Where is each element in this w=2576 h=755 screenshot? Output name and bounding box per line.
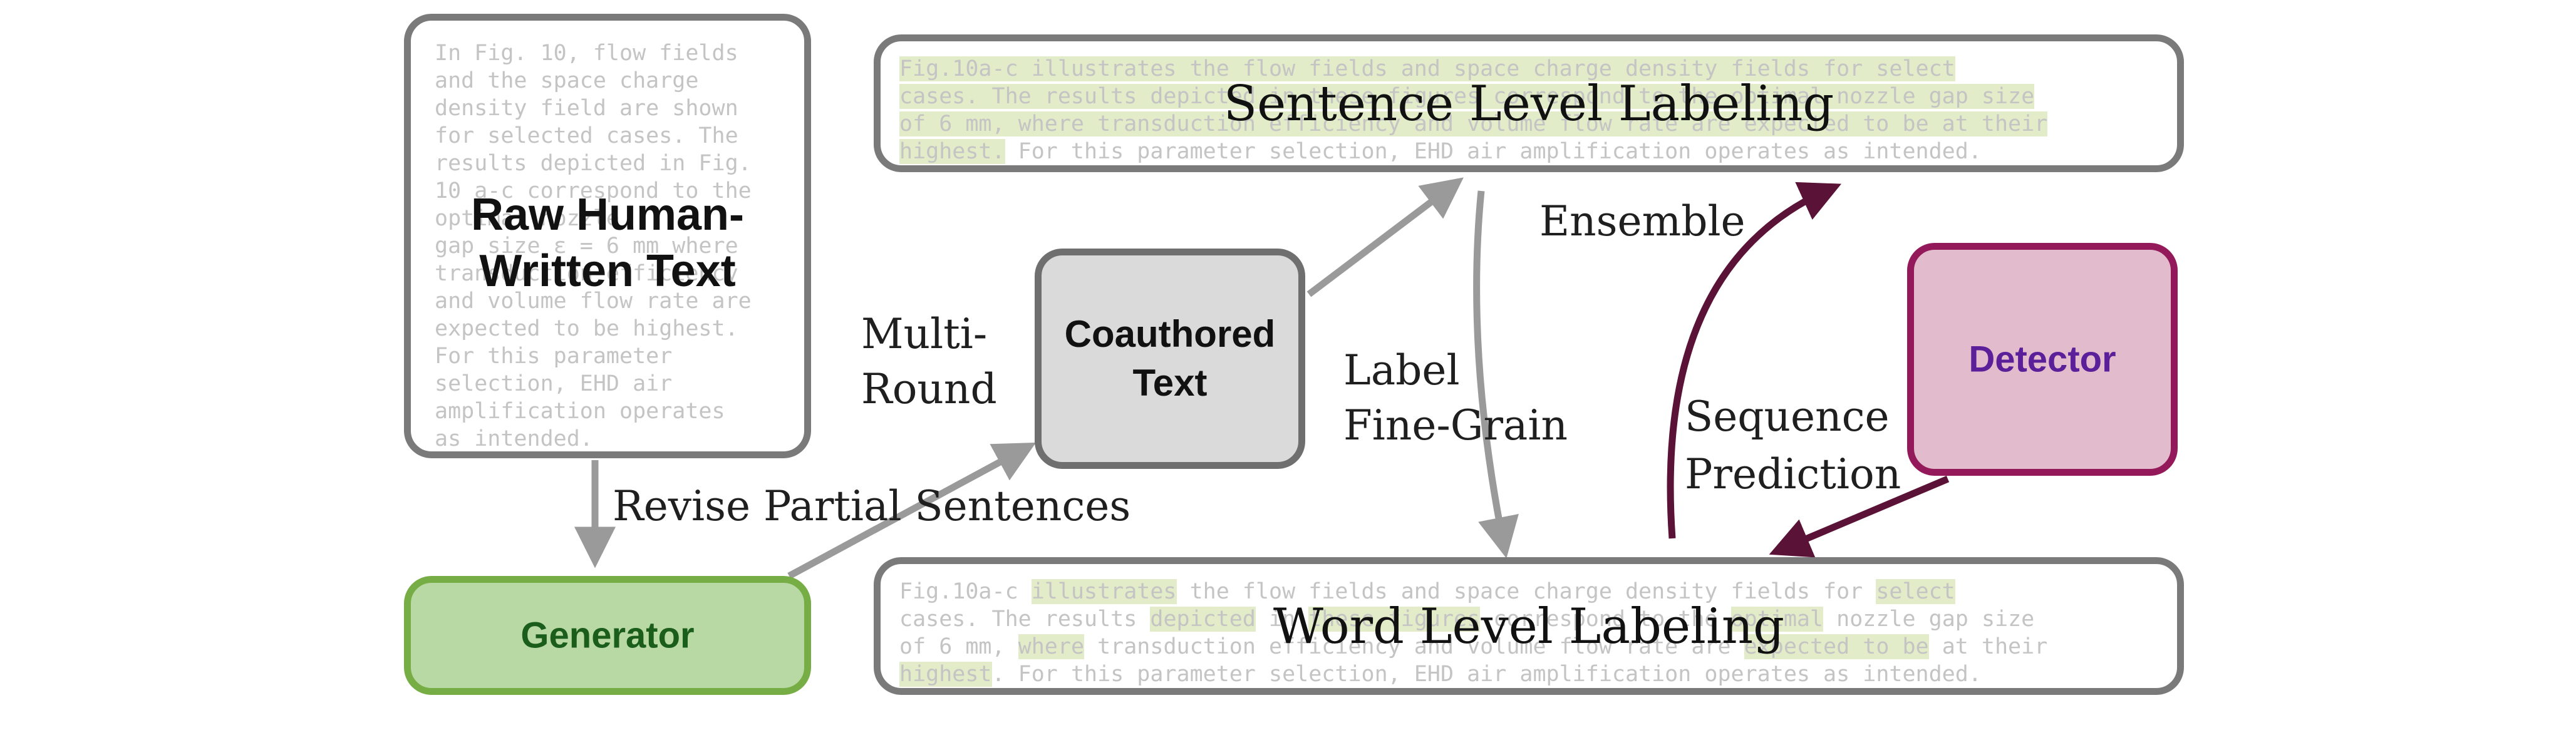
label-fine-grain-line2: Fine-Grain — [1343, 401, 1568, 449]
raw-text-paragraph: In Fig. 10, flow fields and the space ch… — [435, 41, 752, 451]
sentence-level-box: Fig.10a-c illustrates the flow fields an… — [874, 34, 2184, 172]
word-highlight: select — [1876, 579, 1955, 604]
word-highlight: these figures — [1308, 607, 1481, 632]
revise-partial-label: Revise Partial Sentences — [613, 482, 1131, 530]
word-plain: the flow fields and space charge density… — [1176, 579, 1876, 604]
word-highlight: expected to be — [1744, 634, 1929, 659]
sentence-highlight: highest. — [899, 139, 1005, 164]
sentence-highlight: Fig.10a-c illustrates the flow fields an… — [899, 56, 1955, 81]
generator-label: Generator — [520, 615, 695, 656]
arrow-coauthored-to-sentence — [1306, 177, 1464, 297]
word-plain: correspond to the — [1480, 607, 1731, 632]
word-level-box: Fig.10a-c illustrates the flow fields an… — [874, 557, 2184, 695]
word-highlight: highest — [899, 662, 992, 687]
word-level-paragraph: Fig.10a-c illustrates the flow fields an… — [899, 578, 2047, 688]
word-highlight: optimal — [1730, 607, 1824, 632]
detector-label: Detector — [1968, 339, 2116, 380]
multi-round-line2: Round — [861, 365, 997, 413]
word-plain: cases. The results — [899, 607, 1151, 632]
sentence-highlight: cases. The results depicted in these fig… — [899, 84, 2035, 109]
multi-round-line1: Multi- — [861, 310, 988, 358]
word-highlight: illustrates — [1031, 579, 1177, 604]
detector-node: Detector — [1907, 243, 2178, 476]
word-plain: nozzle gap size — [1823, 607, 2035, 632]
sentence-level-title: Sentence Level Labeling — [1223, 76, 1834, 132]
ensemble-label: Ensemble — [1539, 197, 1746, 245]
sequence-line1: Sequence — [1685, 393, 1890, 441]
arrow-sentence-to-word — [1473, 190, 1519, 558]
coauthored-text-node: Coauthored Text — [1035, 249, 1305, 469]
word-plain: . For this parameter selection, EHD air … — [991, 662, 1982, 687]
coauthored-line1: Coauthored — [1064, 313, 1276, 355]
word-highlight: depicted — [1150, 607, 1256, 632]
word-plain: transduction efficiency and volume flow … — [1084, 634, 1744, 659]
label-fine-grain-label: Label Fine-Grain — [1343, 343, 1568, 453]
multi-round-label: Multi- Round — [861, 307, 997, 417]
generator-node: Generator — [404, 576, 811, 695]
coauthored-line2: Text — [1132, 362, 1208, 404]
arrow-generator-to-coauthored — [787, 442, 1037, 579]
word-plain: in — [1255, 607, 1309, 632]
sequence-line2: Prediction — [1685, 450, 1901, 498]
arrow-detector-to-word — [1769, 475, 1950, 558]
word-plain: Fig.10a-c — [899, 579, 1032, 604]
raw-text-title-line2: Written Text — [479, 246, 736, 296]
word-plain: of 6 mm, — [899, 634, 1018, 659]
word-highlight: where — [1018, 634, 1085, 659]
sequence-prediction-label: Sequence Prediction — [1685, 388, 1901, 503]
sentence-highlight: of 6 mm, where transduction efficiency a… — [899, 111, 2048, 136]
sentence-level-paragraph: Fig.10a-c illustrates the flow fields an… — [899, 55, 2048, 165]
raw-text-box: In Fig. 10, flow fields and the space ch… — [404, 14, 811, 458]
label-fine-grain-line1: Label — [1343, 346, 1460, 394]
raw-text-title-line1: Raw Human- — [470, 190, 745, 240]
word-level-title: Word Level Labeling — [1273, 598, 1785, 655]
arrow-ensemble — [1667, 182, 1842, 539]
sentence-plain: For this parameter selection, EHD air am… — [1005, 139, 1982, 164]
raw-text-title: Raw Human- Written Text — [411, 187, 804, 299]
coauthored-text-label: Coauthored Text — [1042, 310, 1298, 408]
word-plain: at their — [1928, 634, 2048, 659]
